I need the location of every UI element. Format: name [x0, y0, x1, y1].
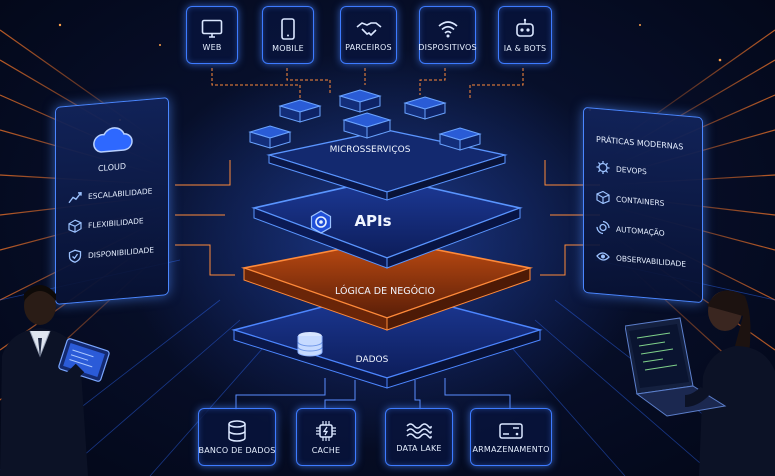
smartphone-icon: [281, 17, 295, 40]
channel-ai-bots[interactable]: IA & BOTS: [498, 6, 552, 64]
data-label: DADOS: [355, 355, 389, 365]
storage-database[interactable]: BANCO DE DADOS: [198, 408, 276, 466]
cube-icon: [596, 190, 610, 205]
laptop: [625, 317, 727, 417]
robot-icon: [516, 18, 534, 37]
practice-devops: DEVOPS: [596, 160, 702, 183]
channel-partners[interactable]: PARCEIROS: [340, 6, 397, 64]
cloud-item-availability: DISPONIBILIDADE: [68, 241, 168, 264]
modern-practices-panel: PRÁTICAS MODERNAS DEVOPS CONTAINERS AUTO…: [583, 106, 703, 304]
storage-cache-label: CACHE: [311, 445, 341, 455]
storage-database-label: BANCO DE DADOS: [198, 445, 276, 455]
shield-check-icon: [68, 249, 82, 263]
data-layer-slab: [231, 289, 543, 389]
apis-layer-slab: [251, 177, 523, 269]
storage-data-lake[interactable]: DATA LAKE: [385, 408, 453, 466]
modern-practices-title: PRÁTICAS MODERNAS: [596, 134, 684, 152]
practice-observability-label: OBSERVABILIDADE: [616, 253, 687, 269]
practice-containers-label: CONTAINERS: [616, 194, 665, 208]
practice-observability: OBSERVABILIDADE: [596, 250, 702, 271]
channel-partners-label: PARCEIROS: [345, 42, 392, 52]
cube-icon: [68, 219, 82, 233]
cloud-item-availability-label: DISPONIBILIDADE: [88, 244, 155, 260]
waves-icon: [406, 422, 432, 439]
channel-devices[interactable]: DISPOSITIVOS: [418, 6, 477, 64]
cloud-panel: CLOUD ESCALABILIDADE FLEXIBILIDADE DISPO…: [55, 97, 169, 305]
database-icon: [228, 419, 246, 442]
man-with-tablet: [0, 285, 110, 476]
cloud-item-flexibility: FLEXIBILIDADE: [68, 211, 168, 234]
eye-icon: [596, 252, 610, 261]
practice-devops-label: DEVOPS: [616, 164, 647, 176]
practice-containers: CONTAINERS: [596, 190, 702, 213]
chip-icon: [316, 420, 336, 441]
practice-automation-label: AUTOMAÇÃO: [616, 224, 665, 238]
chart-up-icon: [68, 191, 82, 204]
woman-with-laptop: [625, 290, 775, 476]
channel-mobile[interactable]: MOBILE: [262, 6, 314, 64]
channel-web-label: WEB: [202, 42, 222, 52]
wifi-icon: [437, 20, 458, 37]
channel-ai-bots-label: IA & BOTS: [503, 43, 547, 53]
cloud-icon: [93, 127, 133, 153]
storage-cache[interactable]: CACHE: [296, 408, 356, 466]
monitor-icon: [201, 19, 223, 38]
cloud-item-scalability-label: ESCALABILIDADE: [88, 185, 153, 201]
cloud-title: CLOUD: [97, 161, 127, 174]
cog-refresh-icon: [596, 220, 610, 235]
cloud-item-flexibility-label: FLEXIBILIDADE: [88, 215, 144, 230]
apis-label: APIs: [354, 212, 392, 230]
storage-data-lake-label: DATA LAKE: [396, 443, 442, 453]
storage-drive-icon: [499, 422, 523, 439]
storage-storage-label: ARMAZENAMENTO: [472, 444, 550, 454]
channel-mobile-label: MOBILE: [272, 43, 304, 53]
data-database-icon: [297, 332, 323, 357]
business-logic-layer-slab: [240, 239, 534, 331]
business-logic-label: LÓGICA DE NEGÓCIO: [335, 286, 435, 297]
practice-automation: AUTOMAÇÃO: [596, 220, 702, 243]
api-gear-icon: [310, 210, 332, 234]
gear-icon: [596, 160, 610, 175]
microservice-cubes: [248, 89, 482, 151]
microservices-label: MICROSSERVIÇOS: [329, 145, 411, 155]
handshake-icon: [356, 21, 381, 36]
storage-storage[interactable]: ARMAZENAMENTO: [470, 408, 552, 466]
cloud-item-scalability: ESCALABILIDADE: [68, 183, 168, 204]
channel-devices-label: DISPOSITIVOS: [418, 42, 477, 52]
channel-web[interactable]: WEB: [186, 6, 238, 64]
